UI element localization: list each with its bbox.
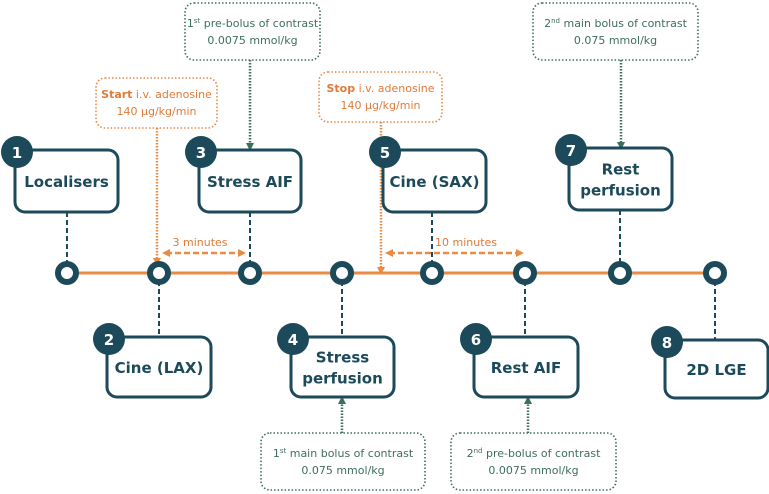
contrast-note-title: 2nd pre-bolus of contrast xyxy=(467,447,602,460)
step-box-frame xyxy=(567,146,674,212)
step-number: 3 xyxy=(196,144,206,162)
contrast-note: 2nd pre-bolus of contrast 0.0075 mmol/kg xyxy=(450,396,617,491)
step-label: Rest xyxy=(602,161,640,179)
interval-label: 3 minutes xyxy=(172,236,227,249)
step-box-8: 2D LGE 8 xyxy=(651,326,769,400)
timeline-node xyxy=(55,261,79,285)
step-number: 5 xyxy=(380,144,390,162)
adenosine-note: Start i.v. adenosine 140 µg/kg/min xyxy=(95,77,218,266)
step-number-badge xyxy=(555,134,587,166)
step-number: 8 xyxy=(662,334,672,352)
step-label: Stress xyxy=(316,349,369,367)
contrast-note-title: 1st main bolus of contrast xyxy=(273,447,414,460)
contrast-note-title: 1st pre-bolus of contrast xyxy=(187,17,319,30)
step-box-frame xyxy=(381,148,488,214)
step-number: 7 xyxy=(566,142,576,160)
step-box-frame xyxy=(197,148,303,214)
step-box-frame xyxy=(472,335,580,399)
contrast-note-dose: 0.075 mmol/kg xyxy=(301,464,384,477)
step-box-frame xyxy=(105,335,213,399)
step-box-4: Stress perfusion 4 xyxy=(277,323,396,399)
contrast-note-frame xyxy=(260,432,426,491)
step-box-6: Rest AIF 6 xyxy=(460,323,580,399)
step-box-2: Cine (LAX)2 xyxy=(93,323,213,399)
timeline-node xyxy=(147,261,171,285)
step-number-badge xyxy=(460,323,492,355)
contrast-note-title: 2nd main bolus of contrast xyxy=(544,17,687,30)
contrast-note-frame xyxy=(450,432,617,491)
step-label: perfusion xyxy=(580,182,661,200)
step-number-badge xyxy=(93,323,125,355)
adenosine-note-title: Start i.v. adenosine xyxy=(101,88,212,101)
step-box-frame xyxy=(289,335,396,399)
adenosine-note-dose: 140 µg/kg/min xyxy=(341,99,421,112)
step-number-badge xyxy=(651,326,683,358)
adenosine-note-title: Stop i.v. adenosine xyxy=(326,82,434,95)
step-label: Stress AIF xyxy=(207,173,293,191)
timeline-node xyxy=(238,261,262,285)
contrast-note: 1st main bolus of contrast 0.075 mmol/kg xyxy=(260,396,426,491)
step-box-7: Rest perfusion 7 xyxy=(555,134,674,212)
step-box-frame xyxy=(663,338,769,400)
step-label: perfusion xyxy=(302,370,383,388)
adenosine-note-frame xyxy=(95,77,218,129)
step-box-frame xyxy=(13,148,120,214)
step-label: Rest AIF xyxy=(491,359,561,377)
timeline-node xyxy=(513,261,537,285)
contrast-note-frame xyxy=(532,2,699,61)
step-number: 4 xyxy=(288,331,298,349)
adenosine-note-dose: 140 µg/kg/min xyxy=(117,105,197,118)
step-label: Localisers xyxy=(24,173,109,191)
interval-2: 10 minutes xyxy=(385,236,524,257)
step-number-badge xyxy=(277,323,309,355)
contrast-note: 2nd main bolus of contrast 0.075 mmol/kg xyxy=(532,2,699,150)
timeline-node xyxy=(330,261,354,285)
interval-label: 10 minutes xyxy=(435,236,497,249)
step-number-badge xyxy=(1,136,33,168)
contrast-note: 1st pre-bolus of contrast 0.0075 mmol/kg xyxy=(184,2,321,151)
step-number-badge xyxy=(369,136,401,168)
adenosine-note: Stop i.v. adenosine 140 µg/kg/min xyxy=(318,71,443,275)
contrast-note-dose: 0.0075 mmol/kg xyxy=(488,464,578,477)
step-box-5: Cine (SAX)5 xyxy=(369,136,488,214)
adenosine-note-frame xyxy=(318,71,443,123)
step-number: 6 xyxy=(471,331,481,349)
step-label: Cine (LAX) xyxy=(115,359,204,377)
timeline-node xyxy=(608,261,632,285)
contrast-note-frame xyxy=(184,2,321,61)
contrast-note-dose: 0.075 mmol/kg xyxy=(574,34,657,47)
timeline-node xyxy=(420,261,444,285)
step-number-badge xyxy=(185,136,217,168)
contrast-note-dose: 0.0075 mmol/kg xyxy=(207,34,297,47)
step-label: 2D LGE xyxy=(686,361,746,379)
timeline-node xyxy=(703,261,727,285)
step-label: Cine (SAX) xyxy=(390,173,480,191)
step-number: 1 xyxy=(12,144,22,162)
interval-1: 3 minutes xyxy=(162,236,246,257)
step-number: 2 xyxy=(104,331,114,349)
